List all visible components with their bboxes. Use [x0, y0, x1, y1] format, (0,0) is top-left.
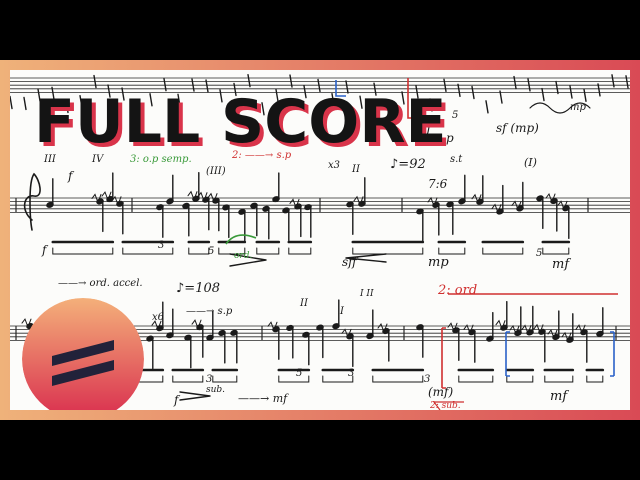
roman-IV: IV [91, 154, 105, 165]
green-osp-semp: 3: o.p semp. [130, 154, 192, 165]
top-sf-mp: sf (mp) [496, 121, 539, 135]
top-5: 5 [452, 110, 458, 121]
roman-II: II [351, 164, 361, 175]
dyn-mf-2: ——→ mf [238, 392, 289, 405]
dyn-f-4: f [173, 393, 181, 407]
channel-logo [22, 298, 144, 410]
tempo-108: ♪=108 [176, 281, 220, 296]
dyn-mf-paren: (mf) [428, 385, 454, 399]
roman-I-II: I II [359, 289, 374, 299]
top-mp: mp [570, 102, 586, 113]
top-p: p [446, 131, 454, 145]
tuplet-5-c: 5 [536, 248, 542, 259]
tuplet-3-a: 3 [158, 240, 164, 251]
red-sp: 2: ——→ s.p [231, 150, 292, 161]
tuplet-5-b: 5 [296, 368, 302, 379]
dyn-mp: mp [428, 255, 449, 270]
red-2-ord: 2: ord [437, 283, 477, 298]
title-full-score: FULL SCORE [34, 87, 447, 157]
tuplet-3-b: 3 [206, 374, 212, 385]
green-ord: ord. [234, 251, 252, 261]
colored-marks [225, 78, 618, 410]
dyn-f-1: f [67, 169, 75, 183]
x3-marking: x3 [328, 160, 340, 171]
dyn-mf-1: mf [552, 257, 571, 272]
score-paper: ♪=92 s.t 7:6 (I) III IV (III) 3: o.p sem… [10, 70, 630, 410]
roman-III-paren: (III) [206, 166, 226, 177]
x6-marking: x6 [152, 312, 165, 323]
tuplet-3-c: 3 [424, 374, 430, 385]
roman-II-lower: II [299, 298, 309, 309]
dyn-sff: sff [342, 255, 359, 269]
dyn-mf-3: mf [550, 389, 569, 404]
ord-accel: ——→ ord. accel. [58, 278, 143, 289]
roman-I-paren: (I) [524, 156, 537, 169]
tuplet-3-d: 3 [348, 368, 354, 379]
notation-marks [10, 73, 629, 401]
sub-marking: sub. [206, 385, 225, 395]
red-sub: 2: sub. [429, 401, 461, 410]
top-sf: sf [420, 121, 434, 136]
tuplet-7-6: 7:6 [428, 177, 448, 191]
video-frame: ♪=92 s.t 7:6 (I) III IV (III) 3: o.p sem… [0, 60, 640, 420]
sp-2: ——→ s.p [186, 306, 233, 317]
st-marking: s.t [450, 154, 463, 165]
roman-I-lower: I [339, 306, 345, 317]
score-sheet: ♪=92 s.t 7:6 (I) III IV (III) 3: o.p sem… [10, 73, 630, 410]
tuplet-5-a: 5 [208, 246, 214, 257]
roman-III: III [43, 154, 57, 165]
tempo-92: ♪=92 [390, 157, 426, 172]
dyn-f-2: f [41, 243, 49, 257]
annotation-layer: ♪=92 s.t 7:6 (I) III IV (III) 3: o.p sem… [41, 102, 586, 410]
equals-icon [22, 298, 144, 410]
